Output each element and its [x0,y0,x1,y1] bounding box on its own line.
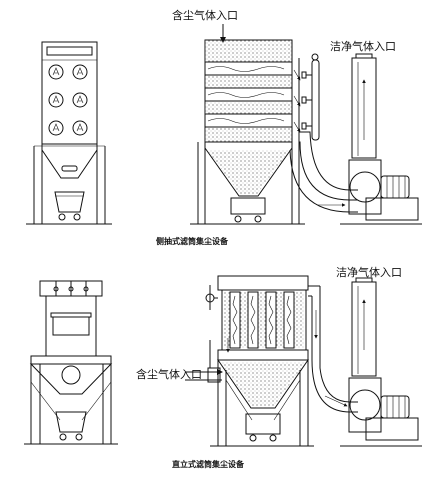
horizontal-filter-cartridges [204,61,293,128]
upright-section-view [185,275,422,447]
top-caption: 侧抽式滤筒集尘设备 [156,237,228,246]
side-draw-front-view [26,41,112,225]
upright-front-view [24,280,118,445]
side-draw-section-view [190,24,422,225]
top-dusty-inlet-label: 含尘气体入口 [172,9,238,22]
filter-door-grid [48,64,88,136]
bottom-dusty-inlet-label: 含尘气体入口 [136,368,202,381]
bottom-caption: 直立式滤筒集尘设备 [172,460,244,469]
bottom-clean-inlet-label: 洁净气体入口 [336,266,402,279]
top-clean-inlet-label: 洁净气体入口 [330,40,396,53]
